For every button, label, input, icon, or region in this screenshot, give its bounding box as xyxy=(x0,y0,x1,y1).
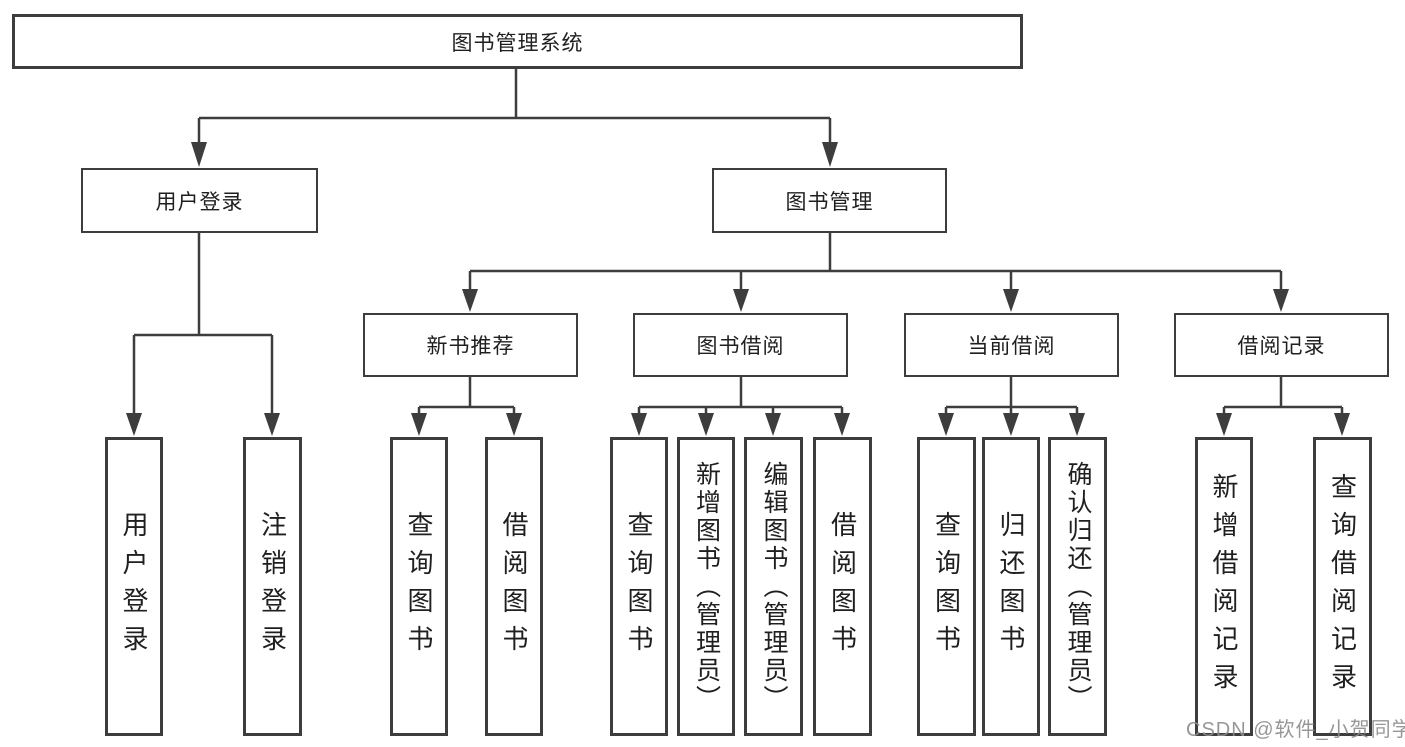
arrow-down-icon xyxy=(631,413,647,436)
arrow-down-icon xyxy=(1069,413,1085,436)
node-current-borrow: 当前借阅 xyxy=(904,313,1119,377)
arrow-down-icon xyxy=(834,413,850,436)
arrow-down-icon xyxy=(506,413,522,436)
node-borrow-records: 借阅记录 xyxy=(1174,313,1389,377)
leaf-label: 用户登录 xyxy=(119,510,149,663)
watermark-text: CSDN @软件_小贺同学 xyxy=(1186,719,1405,741)
node-library-management-system: 图书管理系统 xyxy=(12,14,1023,69)
arrow-down-icon xyxy=(822,142,838,167)
node-label: 用户登录 xyxy=(155,190,244,214)
arrow-down-icon xyxy=(1334,413,1350,436)
leaf-user-login: 用户登录 xyxy=(105,437,163,736)
arrow-down-icon xyxy=(938,413,954,436)
arrow-down-icon xyxy=(1216,413,1232,436)
node-label: 新书推荐 xyxy=(426,335,515,358)
leaf-query-books-borrow: 查询图书 xyxy=(610,437,668,736)
node-label: 当前借阅 xyxy=(967,335,1056,358)
arrow-down-icon xyxy=(698,413,714,436)
arrow-down-icon xyxy=(1003,289,1019,312)
leaf-edit-book-admin: 编辑图书（管理员） xyxy=(744,437,803,736)
node-new-book-recommend: 新书推荐 xyxy=(363,313,578,377)
arrow-down-icon xyxy=(1003,413,1019,436)
leaf-logout: 注销登录 xyxy=(243,437,302,736)
arrow-down-icon xyxy=(733,289,749,312)
leaf-query-books-current: 查询图书 xyxy=(917,437,976,736)
leaf-label: 注销登录 xyxy=(257,510,288,663)
arrow-down-icon xyxy=(264,413,280,436)
node-label: 图书管理 xyxy=(785,190,874,214)
leaf-query-books-recommend: 查询图书 xyxy=(390,437,448,736)
node-label: 图书借阅 xyxy=(696,335,785,358)
leaf-borrow-books: 借阅图书 xyxy=(813,437,872,736)
arrow-down-icon xyxy=(765,413,781,436)
leaf-label: 借阅图书 xyxy=(827,510,858,663)
leaf-label: 新增图书（管理员） xyxy=(692,460,721,713)
leaf-return-book: 归还图书 xyxy=(982,437,1040,736)
leaf-label: 编辑图书（管理员） xyxy=(760,460,788,713)
leaf-label: 新增借阅记录 xyxy=(1209,472,1239,701)
node-book-management: 图书管理 xyxy=(712,168,947,233)
node-user-login: 用户登录 xyxy=(81,168,318,233)
arrow-down-icon xyxy=(411,413,427,436)
leaf-borrow-books-recommend: 借阅图书 xyxy=(485,437,543,736)
leaf-label: 借阅图书 xyxy=(499,510,529,663)
arrow-down-icon xyxy=(462,289,478,312)
leaf-label: 确认归还（管理员） xyxy=(1064,460,1092,713)
leaf-label: 查询图书 xyxy=(404,510,434,663)
arrow-down-icon xyxy=(191,142,207,167)
node-label: 借阅记录 xyxy=(1237,335,1326,358)
leaf-add-book-admin: 新增图书（管理员） xyxy=(677,437,735,736)
leaf-label: 查询借阅记录 xyxy=(1327,472,1358,701)
leaf-label: 归还图书 xyxy=(996,510,1026,663)
node-book-borrow: 图书借阅 xyxy=(633,313,848,377)
node-label: 图书管理系统 xyxy=(451,31,584,55)
leaf-confirm-return-admin: 确认归还（管理员） xyxy=(1048,437,1107,736)
leaf-add-borrow-record: 新增借阅记录 xyxy=(1195,437,1253,736)
arrow-down-icon xyxy=(1273,289,1289,312)
arrow-down-icon xyxy=(126,413,142,436)
leaf-query-borrow-record: 查询借阅记录 xyxy=(1313,437,1372,736)
leaf-label: 查询图书 xyxy=(931,510,962,663)
leaf-label: 查询图书 xyxy=(624,510,654,663)
